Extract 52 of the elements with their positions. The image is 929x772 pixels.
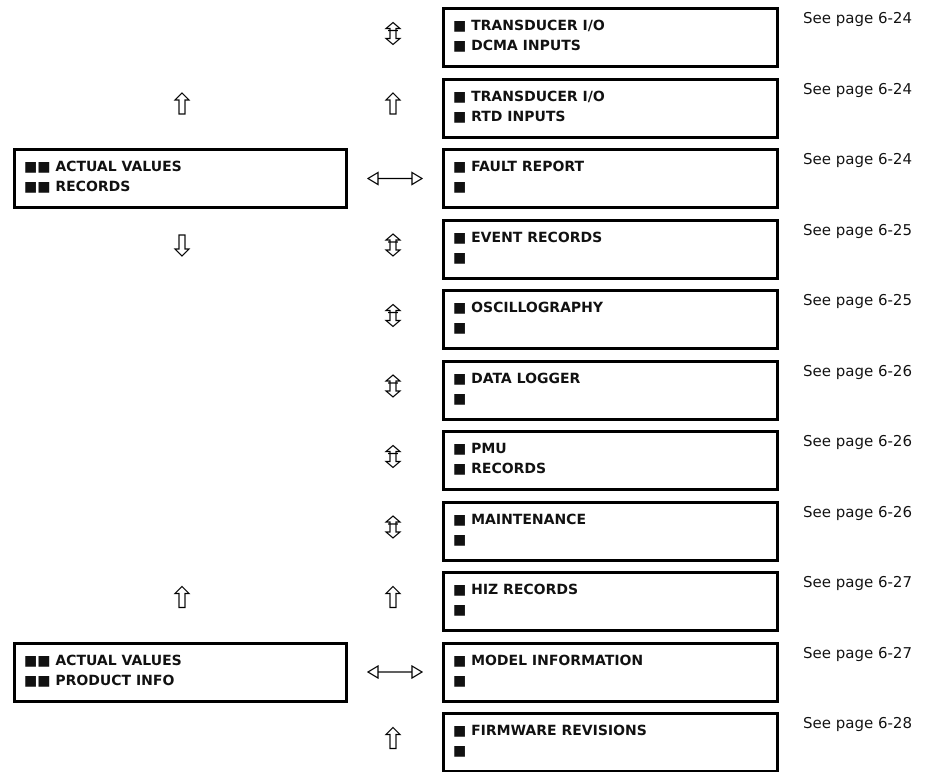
menu-text: ■ bbox=[453, 178, 468, 197]
page-reference: See page 6-27 bbox=[803, 644, 912, 662]
menu-text: ■ bbox=[453, 742, 468, 761]
menu-text: ■ bbox=[453, 530, 468, 550]
menu-item-box bbox=[442, 78, 779, 138]
page-reference: See page 6-28 bbox=[803, 714, 912, 732]
menu-text: ■ PMU bbox=[453, 440, 508, 459]
menu-text: ■ FIRMWARE REVISIONS bbox=[453, 722, 648, 741]
menu-text: ■ MODEL INFORMATION bbox=[453, 652, 644, 670]
menu-text: ■ bbox=[453, 248, 468, 268]
menu-text: ■■ ACTUAL VALUES bbox=[24, 652, 183, 670]
page-reference: See page 6-26 bbox=[803, 432, 912, 450]
menu-item-box bbox=[442, 571, 779, 632]
menu-text: ■ DCMA INPUTS bbox=[453, 37, 582, 56]
menu-item-box bbox=[442, 218, 779, 280]
menu-item-box bbox=[442, 642, 779, 702]
menu-item-box bbox=[442, 148, 779, 209]
page-reference: See page 6-24 bbox=[803, 9, 912, 27]
menu-text: ■ TRANSDUCER I/O bbox=[453, 88, 606, 106]
double-arrow bbox=[367, 172, 423, 186]
menu-text: ■■ ACTUAL VALUES bbox=[24, 158, 183, 177]
menu-text: ■ FAULT REPORT bbox=[453, 158, 586, 177]
menu-text: ■ RECORDS bbox=[453, 460, 548, 479]
menu-text: ■ RTD INPUTS bbox=[453, 108, 566, 126]
page-reference: See page 6-27 bbox=[803, 573, 912, 591]
menu-header-box bbox=[13, 148, 348, 209]
page-reference: See page 6-25 bbox=[803, 291, 912, 309]
menu-text: ■ bbox=[453, 601, 468, 620]
menu-text: ■ bbox=[453, 390, 468, 408]
menu-text: ■ TRANSDUCER I/O bbox=[453, 17, 606, 36]
menu-item-box bbox=[442, 360, 779, 420]
menu-text: ■ OSCILLOGRAPHY bbox=[453, 299, 604, 318]
menu-item-box bbox=[442, 712, 779, 772]
menu-header-box bbox=[13, 642, 348, 702]
menu-item-box bbox=[442, 7, 779, 68]
page-reference: See page 6-26 bbox=[803, 502, 912, 520]
menu-text: ■ HIZ RECORDS bbox=[453, 581, 580, 600]
page-reference: See page 6-25 bbox=[803, 220, 912, 238]
menu-text: ■ bbox=[453, 672, 468, 690]
menu-text: ■ MAINTENANCE bbox=[453, 510, 588, 530]
menu-text: ■■ RECORDS bbox=[24, 178, 132, 197]
page-reference: See page 6-24 bbox=[803, 150, 912, 168]
page-reference: See page 6-24 bbox=[803, 80, 912, 98]
menu-item-box bbox=[442, 289, 779, 350]
page-reference: See page 6-26 bbox=[803, 362, 912, 380]
menu-text: ■ DATA LOGGER bbox=[453, 370, 582, 388]
menu-text: ■ bbox=[453, 319, 468, 338]
menu-text: ■■ PRODUCT INFO bbox=[24, 672, 176, 690]
double-arrow bbox=[367, 665, 423, 679]
menu-item-box bbox=[442, 430, 779, 491]
menu-text: ■ EVENT RECORDS bbox=[453, 228, 604, 248]
menu-item-box bbox=[442, 500, 779, 562]
